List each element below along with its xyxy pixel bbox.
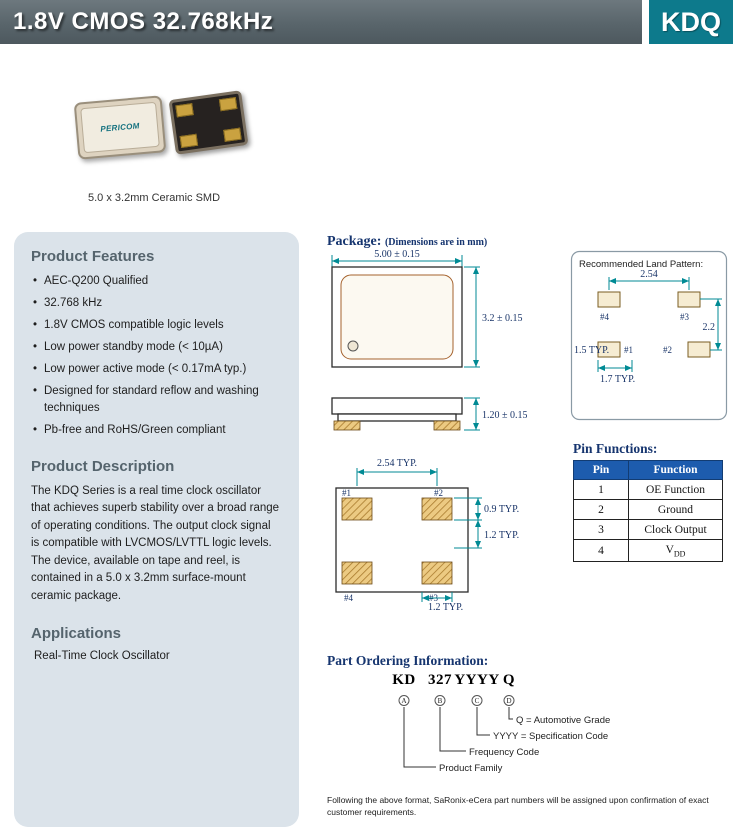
pad-label-1: #1 (342, 488, 351, 498)
legend-spec: YYYY = Specification Code (493, 731, 608, 742)
land-dim-left-label: 1.5 TYP. (574, 345, 609, 356)
chip-brand-label: PERICOM (99, 121, 141, 134)
pin-row-3: 3 Clock Output (573, 519, 723, 540)
product-photo-bottom (168, 90, 249, 155)
feature-item: 32.768 kHz (31, 295, 282, 311)
dim-width-label: 5.00 ± 0.15 (374, 249, 420, 260)
feature-item: 1.8V CMOS compatible logic levels (31, 317, 282, 333)
product-photo-ceramic: PERICOM (73, 95, 167, 160)
pin-functions-heading: Pin Functions: (573, 441, 658, 456)
pin-table-header-row: Pin Function (573, 460, 723, 480)
pin-number: 3 (573, 519, 629, 540)
package-side-view: 1.20 ± 0.15 (331, 397, 527, 431)
dim-pad-height-label: 0.9 TYP. (484, 504, 519, 515)
marker-c: C (471, 695, 483, 706)
marker-d: D (503, 695, 515, 706)
dim-pitch-label: 2.54 TYP. (377, 458, 417, 469)
series-logo: KDQ (649, 0, 733, 44)
pin-number: 1 (573, 479, 629, 500)
page-title: 1.8V CMOS 32.768kHz (13, 8, 274, 35)
header-bar: 1.8V CMOS 32.768kHz (0, 0, 642, 44)
dim-thickness-label: 1.20 ± 0.15 (482, 410, 527, 421)
chip-pad (218, 96, 238, 112)
land-pattern-heading: Recommended Land Pattern: (579, 259, 703, 270)
photo-caption: 5.0 x 3.2mm Ceramic SMD (88, 192, 221, 204)
dim-height-label: 3.2 ± 0.15 (482, 313, 523, 324)
pin-functions-table: Pin Function 1 OE Function 2 Ground 3 Cl… (573, 460, 723, 563)
package-bottom-view: 2.54 TYP. #1 #2 #4 #3 0.9 TYP. 1.2 TYP. … (335, 458, 519, 613)
application-item: Real-Time Clock Oscillator (34, 650, 170, 663)
footer-note: Following the above format, SaRonix-eCer… (327, 795, 709, 818)
pin-number: 4 (573, 538, 629, 563)
description-heading: Product Description (31, 457, 175, 475)
package-units-note: (Dimensions are in mm) (384, 237, 488, 248)
pin-function: VDD (628, 538, 723, 563)
pin1-marker (347, 340, 359, 352)
pin-number: 2 (573, 499, 629, 520)
code-part-frequency: 327 (428, 672, 452, 688)
feature-item: Low power standby mode (< 10µA) (31, 339, 282, 355)
feature-item: Low power active mode (< 0.17mA typ.) (31, 361, 282, 377)
pin-function: OE Function (628, 479, 723, 500)
legend-family: Product Family (439, 763, 503, 774)
land-pad-label-2: #2 (663, 345, 672, 355)
package-heading-text: Package: (327, 234, 382, 249)
feature-item: Pb-free and RoHS/Green compliant (31, 422, 282, 438)
feature-item: AEC-Q200 Qualified (31, 273, 282, 289)
page-header: 1.8V CMOS 32.768kHz KDQ (0, 0, 733, 44)
land-dim-bottom-label: 1.7 TYP. (600, 374, 635, 385)
legend-frequency: Frequency Code (469, 747, 539, 758)
pad-label-4: #4 (344, 593, 354, 603)
features-list: AEC-Q200 Qualified 32.768 kHz 1.8V CMOS … (31, 273, 282, 438)
code-part-spec: YYYY (454, 672, 500, 688)
land-pattern-drawing: Recommended Land Pattern: 2.54 #4 #3 #1 … (570, 250, 728, 421)
land-dim-vert-label: 2.2 (703, 322, 716, 333)
chip-pad (179, 133, 199, 149)
package-top-view: 5.00 ± 0.15 3.2 ± 0.15 (331, 249, 523, 368)
function-column-header: Function (628, 460, 723, 480)
chip-pad (223, 127, 242, 142)
pin-row-1: 1 OE Function (573, 479, 723, 500)
land-pad-label-3: #3 (680, 312, 690, 322)
ordering-heading: Part Ordering Information: (327, 653, 489, 668)
pin-function: Ground (628, 499, 723, 520)
code-part-family: KD (392, 672, 416, 688)
land-dim-pitch-label: 2.54 (640, 269, 658, 280)
legend-grade: Q = Automotive Grade (516, 715, 610, 726)
dim-pad-width-label: 1.2 TYP. (428, 602, 463, 613)
chip-pad (175, 103, 194, 118)
dim-row-gap-label: 1.2 TYP. (484, 530, 519, 541)
ordering-leader-lines: Q = Automotive Grade YYYY = Specificatio… (403, 707, 610, 774)
package-drawing: 5.00 ± 0.15 3.2 ± 0.15 1.20 ± 0.15 2.5 (331, 249, 527, 613)
code-part-grade: Q (502, 672, 516, 688)
pin-function: Clock Output (628, 519, 723, 540)
pin-row-4: 4 VDD (573, 538, 723, 563)
feature-item: Designed for standard reflow and washing… (31, 383, 282, 415)
applications-heading: Applications (31, 625, 122, 643)
pin-column-header: Pin (573, 460, 629, 480)
marker-b: B (434, 695, 446, 706)
ordering-diagram: KD 327 YYYY Q A B C D Q = Automotive Gra… (327, 670, 727, 788)
land-pad-label-1: #1 (624, 345, 633, 355)
marker-a: A (398, 695, 410, 706)
vdd-subscript: DD (673, 548, 686, 558)
land-pad-label-4: #4 (600, 312, 610, 322)
package-heading: Package: (Dimensions are in mm) (327, 234, 487, 250)
info-panel: Product Features AEC-Q200 Qualified 32.7… (14, 232, 299, 827)
product-photo-lid: PERICOM (80, 101, 160, 154)
features-heading: Product Features (31, 248, 155, 265)
header-divider (642, 0, 649, 44)
pin-row-2: 2 Ground (573, 499, 723, 520)
product-description: The KDQ Series is a real time clock osci… (31, 484, 280, 602)
pad-label-2: #2 (434, 488, 443, 498)
